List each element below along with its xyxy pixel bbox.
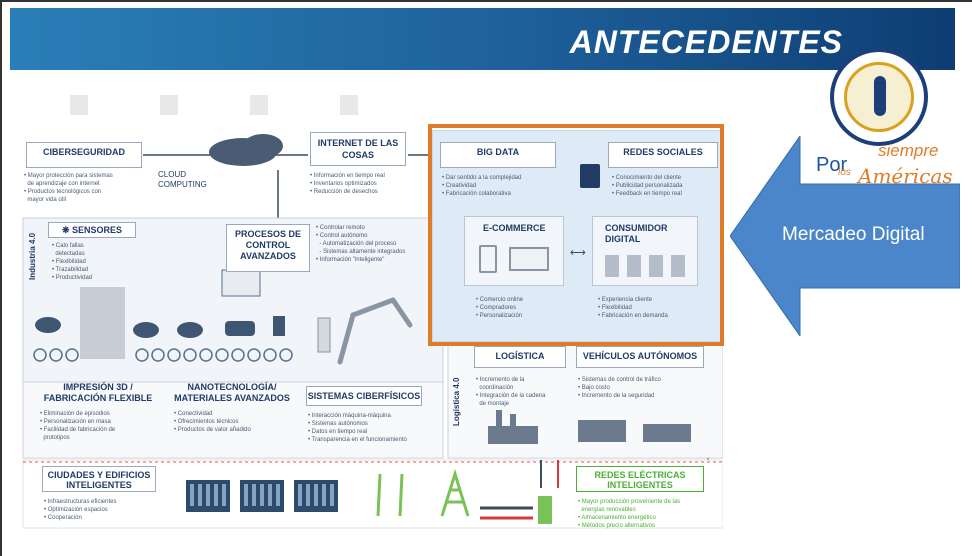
iot-items: • Información en tiempo real • Inventari… (310, 173, 385, 195)
building-icon (186, 480, 230, 512)
ecommerce-title: E-COMMERCE (483, 223, 546, 233)
brand-por: Por (816, 154, 848, 176)
logistica-items: • Incremento de la coordinación • Integr… (476, 377, 546, 407)
title-banner: ANTECEDENTES (10, 8, 955, 70)
consumidor-title: CONSUMIDOR DIGITAL (605, 223, 668, 244)
slide-title: ANTECEDENTES (569, 24, 843, 60)
seal-figure-icon (874, 76, 886, 116)
nano-items: • Conectividad • Ofrecimientos técnicos … (174, 411, 251, 433)
box-redes: REDES SOCIALES (608, 142, 718, 168)
bigdata-items: • Dar sentido a la complejidad • Creativ… (442, 175, 522, 197)
ciudades-items: • Infraestructuras eficientes • Optimiza… (44, 499, 117, 521)
procesos-items: • Controlar remoto • Control autónomo - … (316, 225, 406, 263)
impresion-items: • Eliminación de episodios • Personaliza… (40, 411, 116, 441)
sensor-icon: ❋ (61, 225, 73, 235)
box-consumidor: CONSUMIDOR DIGITAL (592, 216, 698, 286)
electricas-items: • Mayor producción proveniente de las en… (578, 499, 681, 529)
faint-icon (160, 95, 178, 115)
logistica-label: Logística 4.0 (452, 377, 461, 426)
sensores-title: SENSORES (72, 225, 123, 235)
ecommerce-items: • Comercio online • Compradores • Person… (476, 297, 524, 319)
people-icon (605, 255, 685, 277)
industry-diagram: CIBERSEGURIDAD • Mayor protección para s… (18, 130, 723, 530)
laptop-icon (509, 247, 549, 271)
cloud-label: CLOUD COMPUTING (158, 170, 207, 189)
box-sensores: ❋ SENSORES (48, 222, 136, 238)
vehiculos-items: • Sistemas de control de tráfico • Bajo … (578, 377, 661, 399)
faint-icon (70, 95, 88, 115)
callout-arrow: Mercadeo Digital (729, 134, 961, 338)
smartphone-icon (580, 164, 600, 188)
box-ciudades: CIUDADES Y EDIFICIOS INTELIGENTES (42, 466, 156, 492)
sistemas-items: • Interacción máquina-máquina • Sistemas… (308, 413, 407, 443)
redes-items: • Conocimiento del cliente • Publicidad … (612, 175, 683, 197)
building-icon (240, 480, 284, 512)
industria-label: Industria 4.0 (28, 232, 37, 280)
callout-label: Mercadeo Digital (782, 224, 925, 245)
sensores-items: • Calo fallas detectadas • Flexibilidad … (52, 243, 93, 281)
box-procesos: PROCESOS DE CONTROL AVANZADOS (226, 224, 310, 272)
faint-icon (250, 95, 268, 115)
building-icon (294, 480, 338, 512)
box-vehiculos: VEHÍCULOS AUTÓNOMOS (576, 346, 704, 368)
impresion-title: IMPRESIÓN 3D / FABRICACIÓN FLEXIBLE (43, 382, 153, 403)
box-electricas: REDES ELÉCTRICAS INTELIGENTES (576, 466, 704, 492)
faint-icon (340, 95, 358, 115)
box-logistica: LOGÍSTICA (474, 346, 566, 368)
box-ecommerce: E-COMMERCE (464, 216, 564, 286)
ciberseguridad-items: • Mayor protección para sistemas de apre… (24, 173, 113, 203)
brand-los: los (838, 167, 851, 178)
nano-title: NANOTECNOLOGÍA/ MATERIALES AVANZADOS (174, 382, 290, 403)
box-ciberseguridad: CIBERSEGURIDAD (26, 142, 142, 168)
box-iot: INTERNET DE LAS COSAS (310, 132, 406, 166)
marketing-highlight-frame (428, 124, 724, 346)
university-seal-icon (830, 48, 928, 146)
box-bigdata: BIG DATA (440, 142, 556, 168)
consumidor-items: • Experiencia cliente • Flexibilidad • F… (598, 297, 668, 319)
brand-siempre: siempre (878, 141, 939, 160)
tablet-icon (479, 245, 497, 273)
box-sistemas: SISTEMAS CIBERFÍSICOS (306, 386, 422, 406)
double-arrow-icon: ⟷ (570, 247, 586, 259)
